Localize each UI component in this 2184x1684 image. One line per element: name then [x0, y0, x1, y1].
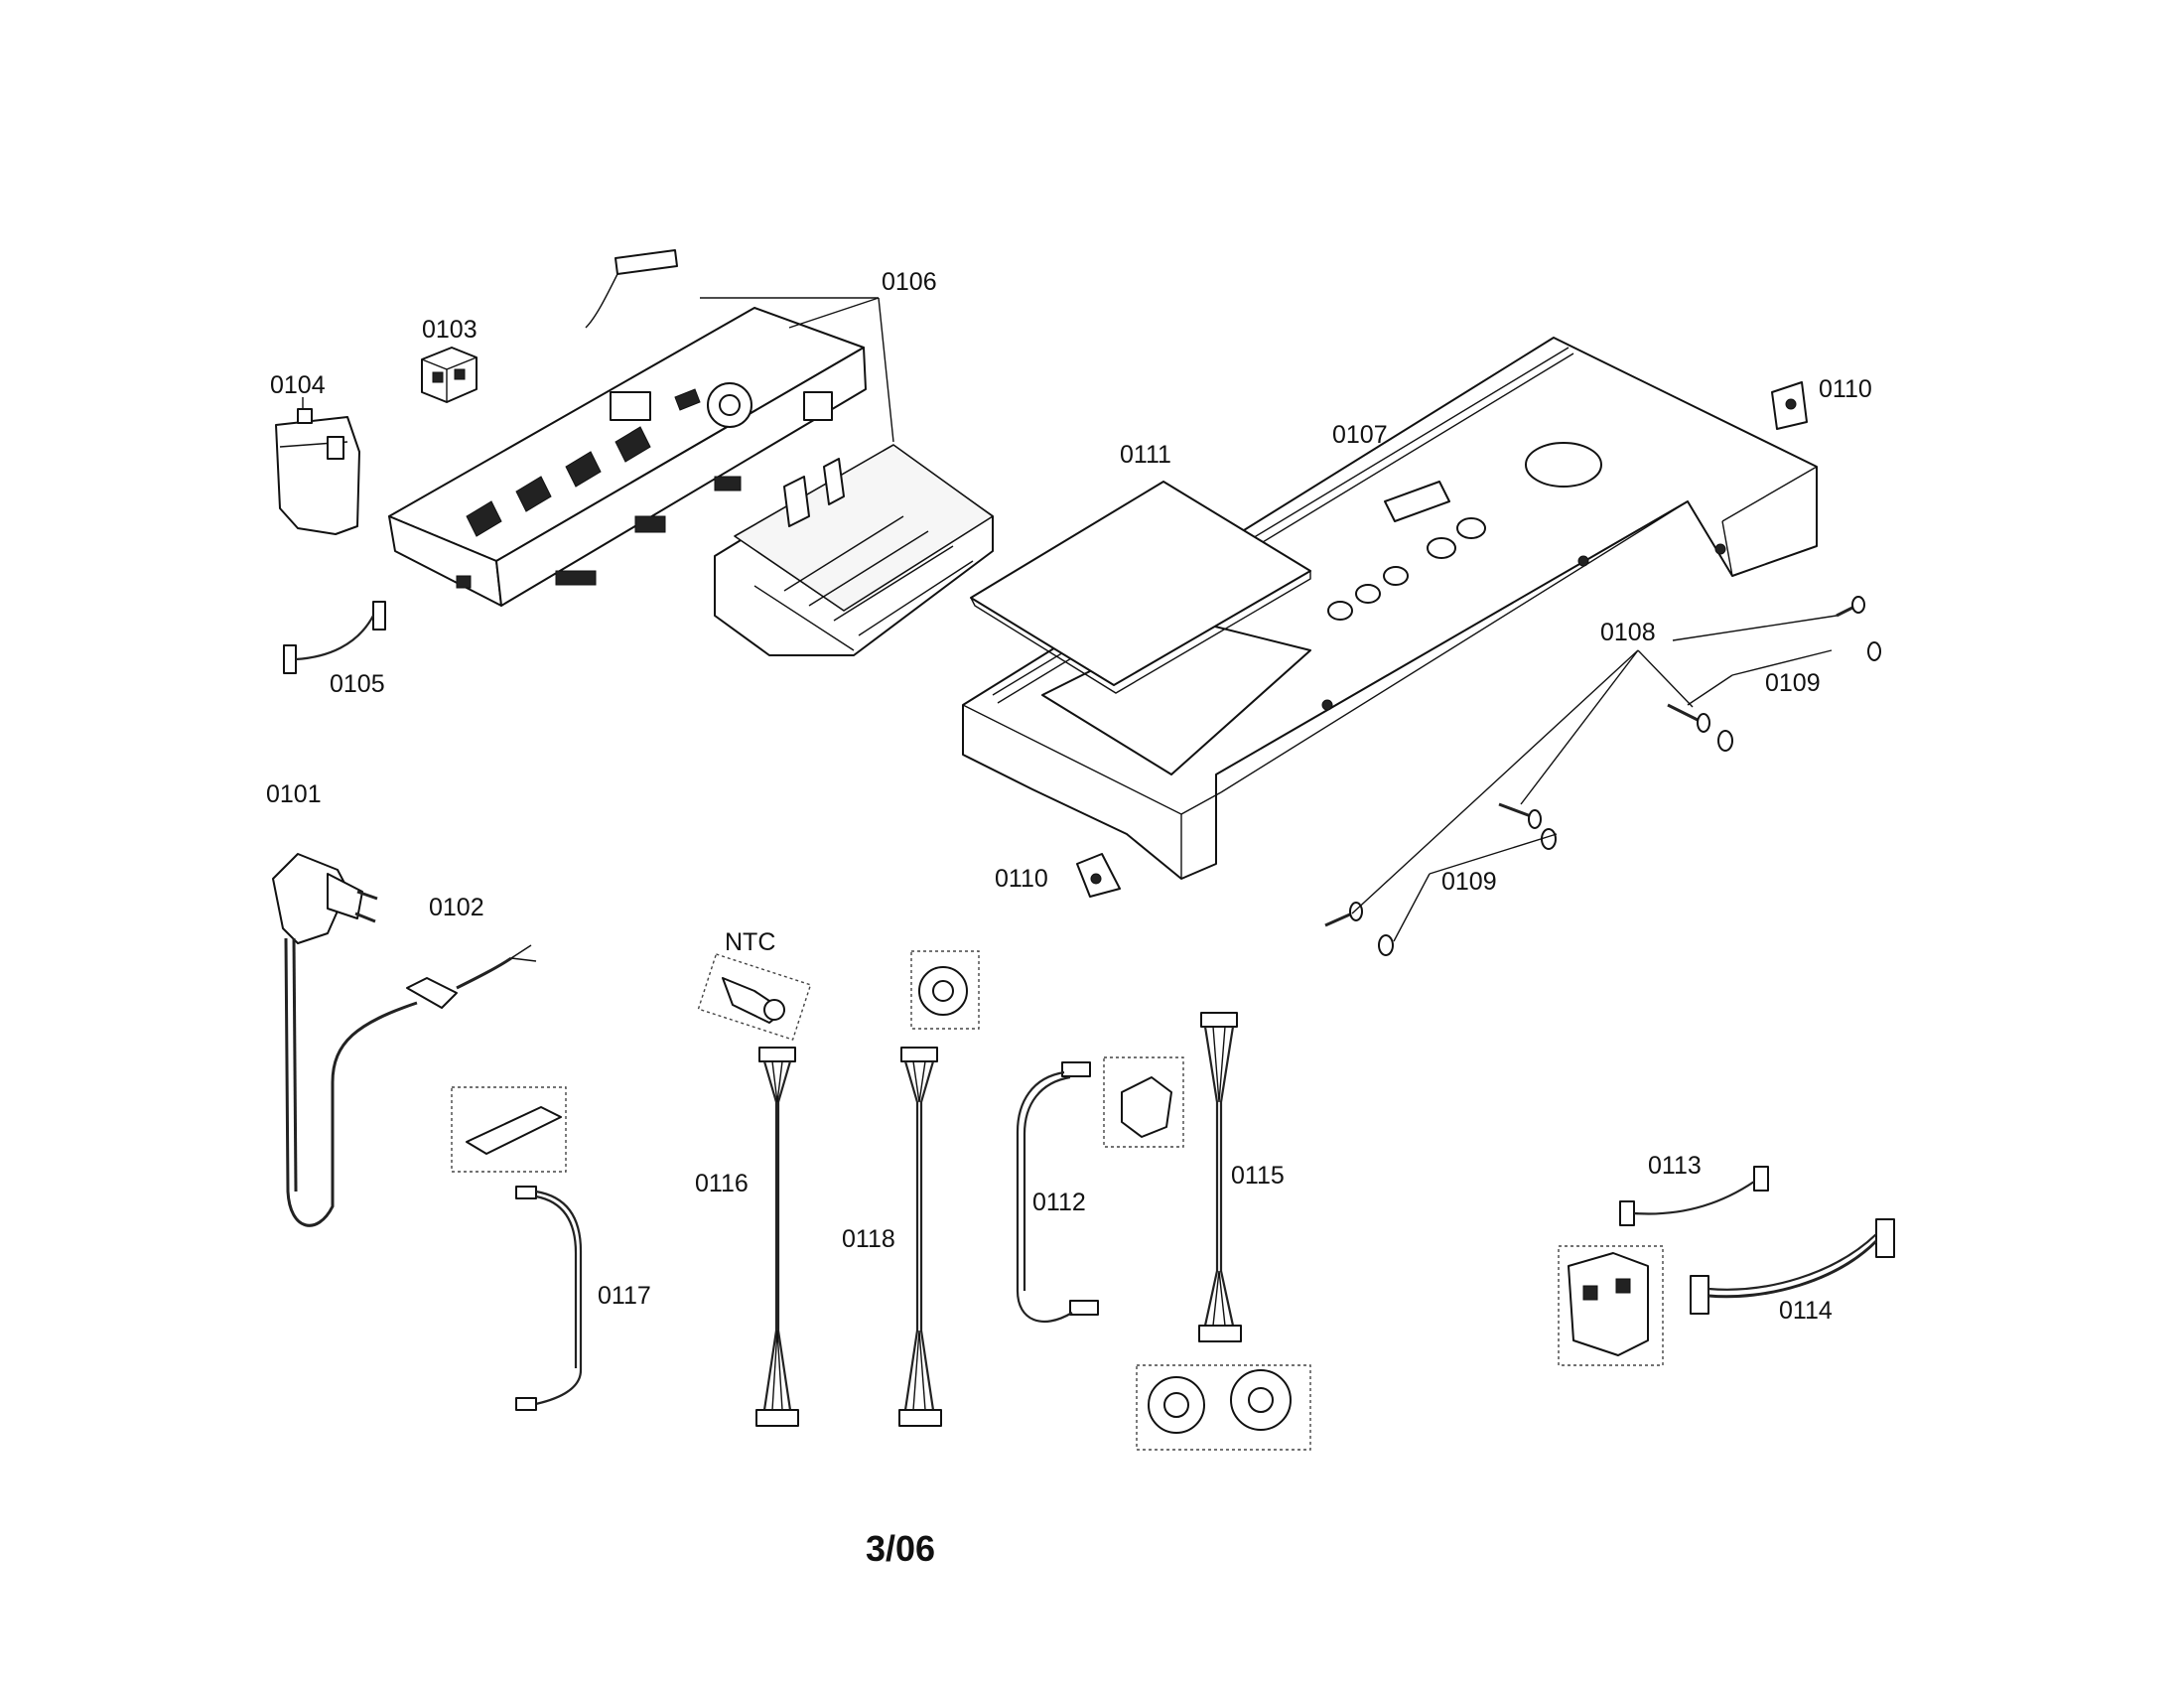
label-0110-lower: 0110 — [995, 865, 1048, 893]
part-0118-harness — [898, 950, 980, 1427]
part-0117-harness — [451, 1086, 583, 1411]
part-0109-washers — [1378, 641, 1881, 956]
label-0109-upper: 0109 — [1765, 669, 1821, 697]
label-0111: 0111 — [1120, 441, 1171, 469]
label-ntc: NTC — [725, 928, 775, 956]
label-0105: 0105 — [330, 670, 385, 698]
leader-lines — [700, 297, 1838, 942]
part-0106-tray — [714, 444, 994, 656]
label-0118: 0118 — [842, 1225, 895, 1253]
part-ntc-sensor — [697, 953, 812, 1041]
part-0110-bracket-upper — [1771, 381, 1808, 430]
part-0108-screws — [1324, 596, 1865, 927]
part-0114-cable — [1690, 1218, 1895, 1315]
part-0101-power-cord — [272, 853, 418, 1227]
part-0105-cable — [283, 601, 386, 674]
part-0107-control-panel — [962, 337, 1818, 880]
label-0109-lower: 0109 — [1441, 868, 1497, 896]
label-0108: 0108 — [1600, 619, 1656, 646]
page-number: 3/06 — [866, 1528, 935, 1569]
label-0112: 0112 — [1032, 1189, 1086, 1216]
part-0104-suppressor — [275, 397, 360, 535]
label-0107: 0107 — [1332, 421, 1388, 449]
label-0117: 0117 — [598, 1282, 651, 1310]
part-0116-harness — [755, 1047, 799, 1427]
label-0115: 0115 — [1231, 1162, 1285, 1190]
part-0115-harness — [1136, 1012, 1311, 1451]
label-0116: 0116 — [695, 1170, 749, 1197]
part-0113-cable — [1619, 1166, 1769, 1226]
part-0110-bracket-lower — [1076, 853, 1121, 898]
label-0110-upper: 0110 — [1819, 375, 1872, 403]
part-0112-harness — [1016, 1056, 1184, 1323]
label-0104: 0104 — [270, 371, 326, 399]
part-0111-cover-sheet — [970, 481, 1311, 694]
label-0113: 0113 — [1648, 1152, 1702, 1180]
part-0106-control-module — [388, 249, 867, 607]
label-0101: 0101 — [266, 780, 322, 808]
label-0106: 0106 — [882, 268, 937, 296]
part-0102-cable-grommet — [406, 944, 537, 1009]
label-0114: 0114 — [1779, 1297, 1833, 1325]
part-0103-relay — [421, 347, 478, 403]
label-0103: 0103 — [422, 316, 478, 344]
label-0102: 0102 — [429, 894, 484, 921]
part-module-box — [1558, 1245, 1664, 1366]
part-labels: 0106 0103 0104 0105 0111 0107 0110 0108 … — [266, 268, 1872, 1569]
